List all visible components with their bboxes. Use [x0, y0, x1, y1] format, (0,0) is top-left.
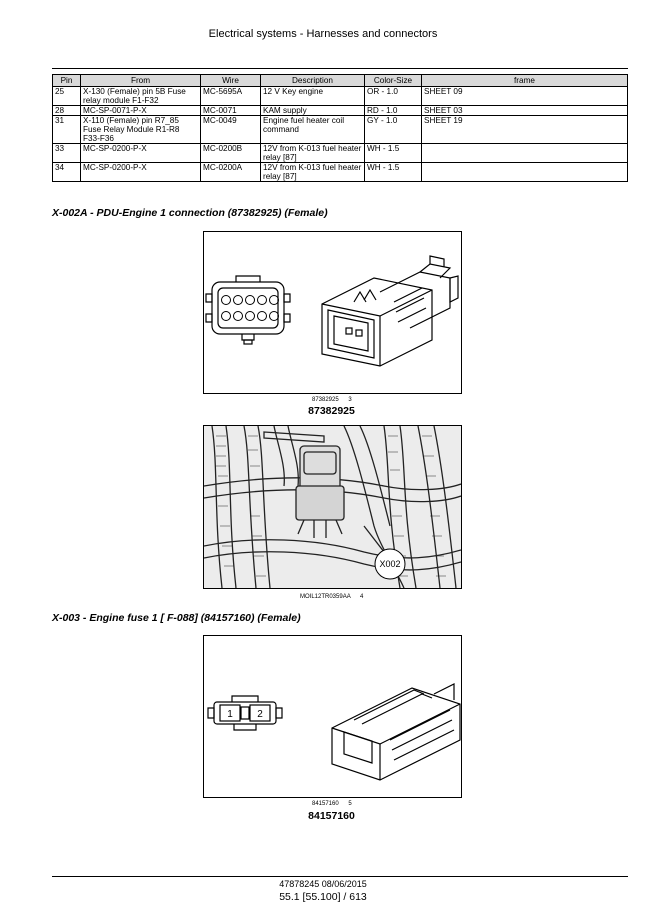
cell-pin: 33 — [52, 143, 81, 163]
cell-description: 12V from K-013 fuel heater relay [87] — [260, 162, 365, 182]
cell-color-size: OR - 1.0 — [364, 86, 422, 106]
table-header-row: Pin From Wire Description Color-Size fra… — [52, 74, 628, 87]
photo-figure-x002: X002 — [203, 425, 462, 589]
cell-frame: SHEET 19 — [421, 115, 628, 144]
pin-table: Pin From Wire Description Color-Size fra… — [52, 74, 628, 182]
figure3-small-caption: 87382925 3 — [312, 397, 352, 403]
cell-wire: MC-0071 — [200, 105, 261, 116]
cell-color-size: WH - 1.5 — [364, 162, 422, 182]
footer-page-ref: 55.1 [55.100] / 613 — [279, 891, 367, 903]
connector-figure-x002a — [203, 231, 462, 394]
figure3-big-caption: 87382925 — [308, 405, 355, 417]
figure4-id: MOIL12TR0359AA — [300, 594, 351, 600]
cell-pin: 31 — [52, 115, 81, 144]
table-row: 25 X-130 (Female) pin 5B Fuse relay modu… — [52, 86, 628, 106]
x002-callout: X002 — [379, 559, 400, 569]
section-title-x002a: X-002A - PDU-Engine 1 connection (873829… — [52, 207, 328, 219]
section-title-x003: X-003 - Engine fuse 1 [ F-088] (84157160… — [52, 612, 301, 624]
cell-pin: 25 — [52, 86, 81, 106]
header-color-size: Color-Size — [364, 74, 422, 87]
cell-pin: 28 — [52, 105, 81, 116]
cell-description: Engine fuel heater coil command — [260, 115, 365, 144]
figure4-small-caption: MOIL12TR0359AA 4 — [300, 594, 363, 600]
figure5-big-caption: 84157160 — [308, 810, 355, 822]
connector-10pin-drawing — [205, 255, 459, 367]
footer-rule — [52, 876, 628, 877]
cell-wire: MC-0200B — [200, 143, 261, 163]
connector-figure-x003: 1 2 — [203, 635, 462, 798]
cell-wire: MC-5695A — [200, 86, 261, 106]
cell-wire: MC-0049 — [200, 115, 261, 144]
cell-from: X-110 (Female) pin R7_85 Fuse Relay Modu… — [80, 115, 201, 144]
cell-description: 12V from K-013 fuel heater relay [87] — [260, 143, 365, 163]
pin-label-2: 2 — [257, 709, 263, 720]
page-title: Electrical systems - Harnesses and conne… — [208, 28, 438, 40]
figure3-number: 3 — [348, 397, 352, 403]
figure5-number: 5 — [348, 801, 352, 807]
table-row: 33 MC-SP-0200-P-X MC-0200B 12V from K-01… — [52, 143, 628, 163]
cell-from: MC-SP-0200-P-X — [80, 162, 201, 182]
cell-description: 12 V Key engine — [260, 86, 365, 106]
cell-color-size: WH - 1.5 — [364, 143, 422, 163]
figure3-id: 87382925 — [312, 397, 339, 403]
cell-frame: SHEET 09 — [421, 86, 628, 106]
cell-wire: MC-0200A — [200, 162, 261, 182]
footer-doc-ref: 47878245 08/06/2015 — [279, 879, 367, 889]
cell-frame — [421, 162, 628, 182]
header-from: From — [80, 74, 201, 87]
header-rule — [52, 68, 628, 69]
fuse-connector-drawing: 1 2 — [207, 683, 461, 781]
header-description: Description — [260, 74, 365, 87]
header-wire: Wire — [200, 74, 261, 87]
cell-frame — [421, 143, 628, 163]
cell-from: X-130 (Female) pin 5B Fuse relay module … — [80, 86, 201, 106]
cell-description: KAM supply — [260, 105, 365, 116]
table-row: 28 MC-SP-0071-P-X MC-0071 KAM supply RD … — [52, 105, 628, 116]
header-frame: frame — [421, 74, 628, 87]
figure5-small-caption: 84157160 5 — [312, 801, 352, 807]
cell-color-size: GY - 1.0 — [364, 115, 422, 144]
header-pin: Pin — [52, 74, 81, 87]
harness-photo-drawing: X002 — [203, 425, 462, 589]
cell-from: MC-SP-0071-P-X — [80, 105, 201, 116]
figure4-number: 4 — [360, 594, 364, 600]
table-row: 34 MC-SP-0200-P-X MC-0200A 12V from K-01… — [52, 162, 628, 182]
figure5-id: 84157160 — [312, 801, 339, 807]
table-row: 31 X-110 (Female) pin R7_85 Fuse Relay M… — [52, 115, 628, 144]
cell-from: MC-SP-0200-P-X — [80, 143, 201, 163]
pin-label-1: 1 — [227, 709, 233, 720]
cell-frame: SHEET 03 — [421, 105, 628, 116]
cell-pin: 34 — [52, 162, 81, 182]
cell-color-size: RD - 1.0 — [364, 105, 422, 116]
